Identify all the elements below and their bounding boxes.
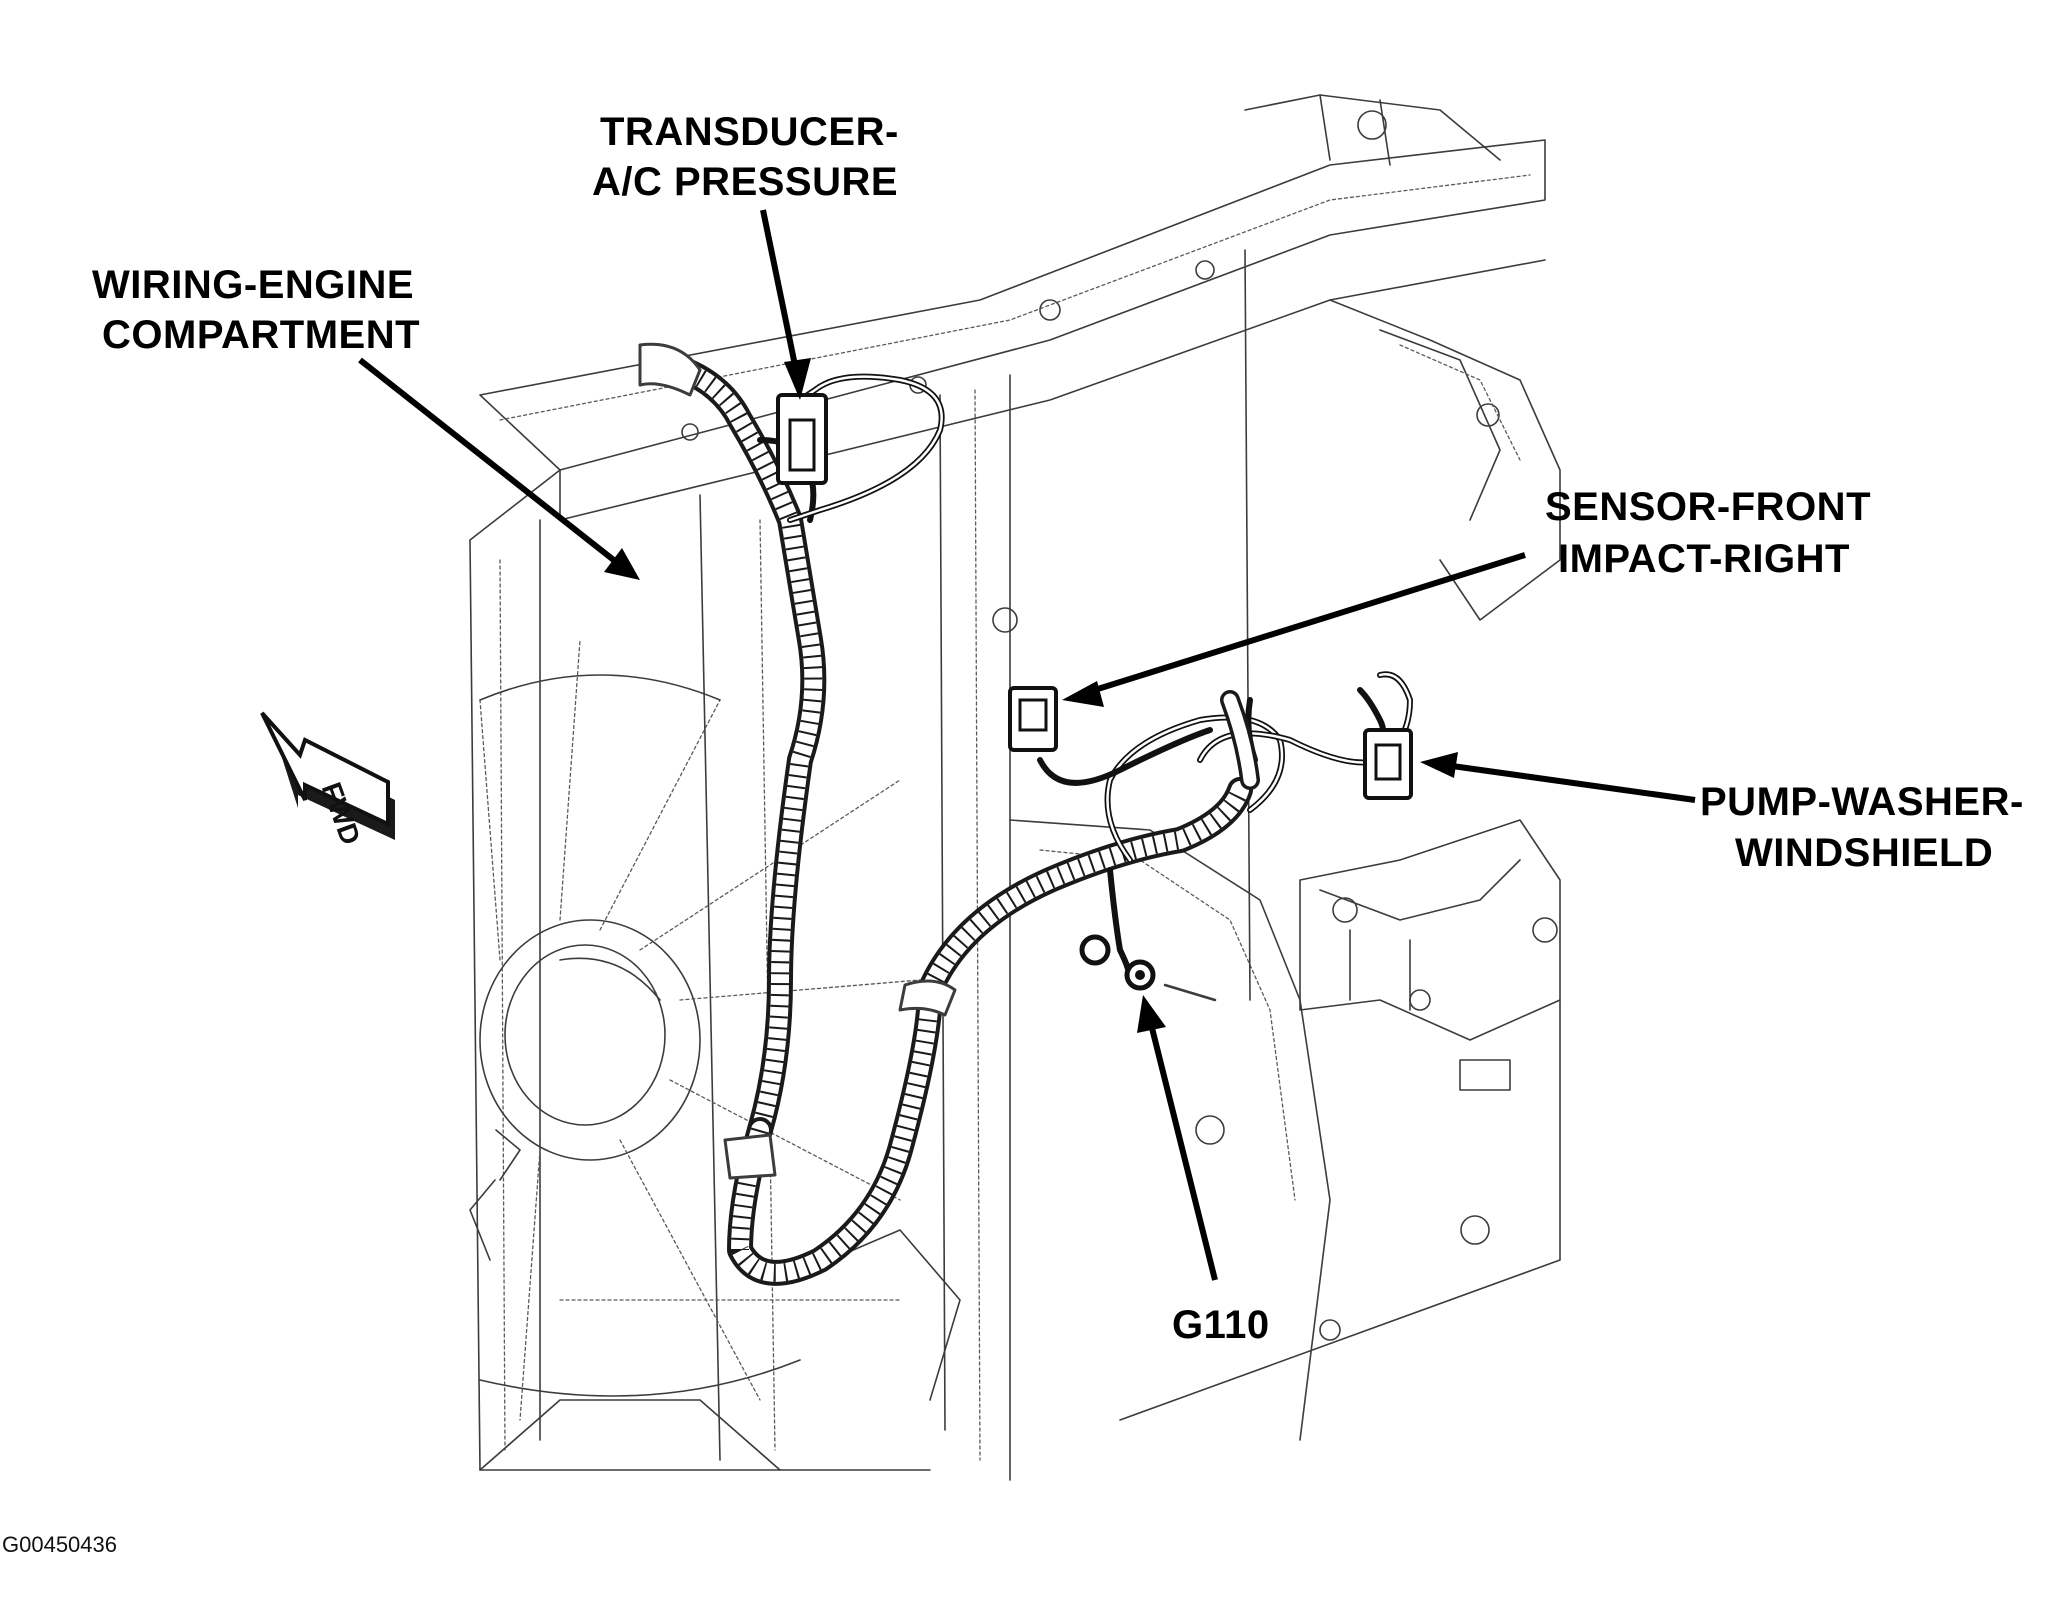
pump-label-line1: PUMP-WASHER- (1700, 780, 2024, 824)
wiring-label-line1: WIRING-ENGINE (92, 263, 414, 307)
front-impact-sensor-connector (1008, 686, 1058, 752)
g110-ground-terminal (1079, 934, 1217, 1002)
cooling-fan (469, 639, 921, 1421)
engine-compartment-harness (638, 342, 1413, 1286)
pump-label-line2: WINDSHIELD (1735, 831, 1993, 875)
ac-pressure-transducer-connector (776, 393, 828, 485)
sensor-label-line1: SENSOR-FRONT (1545, 485, 1871, 529)
vehicle-structure (469, 94, 1561, 1481)
transducer-label-line1: TRANSDUCER- (600, 110, 899, 154)
transducer-label-line2: A/C PRESSURE (592, 160, 898, 204)
ground-label: G110 (1172, 1303, 1270, 1347)
washer-pump-connector (1363, 728, 1413, 800)
sensor-label-line2: IMPACT-RIGHT (1558, 537, 1850, 581)
figure-id: G00450436 (2, 1532, 117, 1557)
callout-labels: TRANSDUCER- A/C PRESSURE WIRING-ENGINE C… (2, 110, 2024, 1557)
forward-direction-arrow-icon: FWD (260, 711, 395, 849)
callout-leaders (358, 209, 1696, 1281)
wiring-label-line2: COMPARTMENT (102, 313, 420, 357)
